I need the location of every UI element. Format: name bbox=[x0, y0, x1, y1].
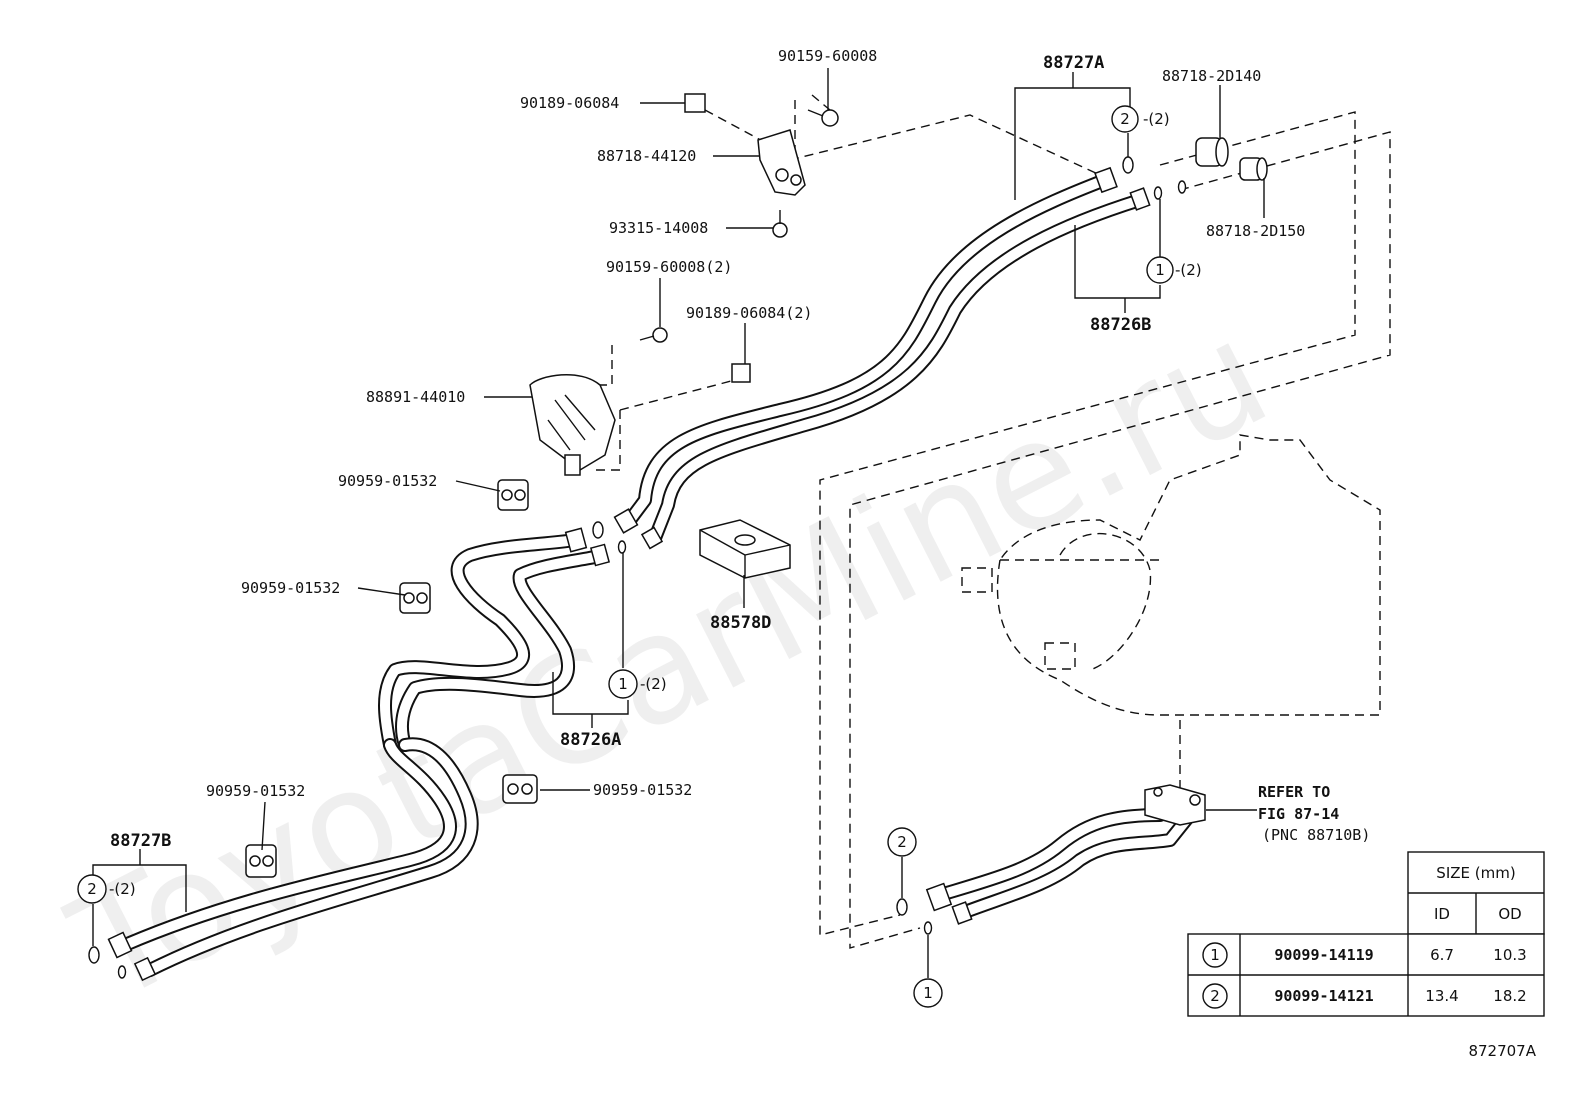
svg-text:2: 2 bbox=[87, 880, 97, 898]
watermark: ToyotaCarMine.ru bbox=[46, 287, 1293, 1037]
svg-text:1: 1 bbox=[1210, 946, 1220, 964]
svg-text:-(2): -(2) bbox=[109, 880, 136, 898]
size-table-col-od: OD bbox=[1498, 905, 1521, 923]
label-88718-2D150[interactable]: 88718-2D150 bbox=[1206, 222, 1305, 240]
pipe-88727B bbox=[118, 737, 479, 977]
callout-1-right: 1 -(2) bbox=[1146, 256, 1202, 284]
bracket-icon bbox=[757, 129, 806, 196]
svg-text:2: 2 bbox=[897, 833, 907, 851]
refer-line-3: (PNC 88710B) bbox=[1262, 826, 1370, 844]
bolt-icon bbox=[639, 109, 839, 343]
svg-text:-(2): -(2) bbox=[640, 675, 667, 693]
clip-nut-icon bbox=[684, 93, 751, 383]
size-table-col-id: ID bbox=[1434, 905, 1450, 923]
pipe-clamp-icon bbox=[245, 479, 538, 878]
svg-text:2: 2 bbox=[1210, 987, 1220, 1005]
size-table-title: SIZE (mm) bbox=[1436, 864, 1515, 882]
label-90159-60008-2[interactable]: 90159-60008(2) bbox=[606, 258, 732, 276]
label-90159-60008[interactable]: 90159-60008 bbox=[778, 47, 877, 65]
dashed-guides bbox=[595, 94, 1391, 949]
callout-1-mid: 1 -(2) bbox=[608, 669, 667, 699]
label-88727B[interactable]: 88727B bbox=[110, 831, 171, 851]
svg-text:6.7: 6.7 bbox=[1430, 946, 1454, 964]
refer-note: REFER TO FIG 87-14 (PNC 88710B) bbox=[1258, 783, 1370, 844]
svg-text:1: 1 bbox=[923, 984, 933, 1002]
label-88726B[interactable]: 88726B bbox=[1090, 315, 1151, 335]
label-90959-01532-d[interactable]: 90959-01532 bbox=[206, 782, 305, 800]
table-row-part[interactable]: 90099-14119 bbox=[1274, 946, 1373, 964]
label-88718-44120[interactable]: 88718-44120 bbox=[597, 147, 696, 165]
callout-2-left: 2 -(2) bbox=[77, 874, 136, 904]
refer-line-1: REFER TO bbox=[1258, 783, 1330, 801]
diagram-id: 872707A bbox=[1468, 1042, 1536, 1060]
label-90959-01532-b[interactable]: 90959-01532 bbox=[241, 579, 340, 597]
label-88718-2D140[interactable]: 88718-2D140 bbox=[1162, 67, 1261, 85]
compressor-outline bbox=[961, 434, 1381, 716]
label-90189-06084-2[interactable]: 90189-06084(2) bbox=[686, 304, 812, 322]
label-88726A[interactable]: 88726A bbox=[560, 730, 621, 750]
callout-2-top: 2 -(2) bbox=[1111, 105, 1170, 133]
label-90189-06084[interactable]: 90189-06084 bbox=[520, 94, 619, 112]
svg-text:10.3: 10.3 bbox=[1493, 946, 1526, 964]
callout-1-compressor: 1 bbox=[913, 978, 943, 1008]
refer-line-2[interactable]: FIG 87-14 bbox=[1258, 805, 1339, 823]
pipe-compressor-outlet bbox=[933, 793, 1197, 919]
pipe-88727A bbox=[623, 173, 1112, 527]
heat-shield-icon bbox=[529, 373, 616, 476]
svg-text:2: 2 bbox=[1120, 110, 1130, 128]
table-row: 2 90099-14121 13.4 18.2 bbox=[1202, 983, 1527, 1009]
part-labels: 90159-60008 90189-06084 88718-44120 9331… bbox=[110, 47, 1305, 851]
size-table: SIZE (mm) ID OD 1 90099-14119 6.7 10.3 2… bbox=[1187, 851, 1545, 1017]
pipe-88726B bbox=[648, 193, 1147, 545]
svg-text:1: 1 bbox=[1155, 261, 1165, 279]
label-93315-14008[interactable]: 93315-14008 bbox=[609, 219, 708, 237]
o-rings bbox=[88, 156, 1187, 979]
callout-2-compressor: 2 bbox=[887, 827, 917, 857]
leader-lines bbox=[92, 68, 1265, 978]
compressor-fitting-icon bbox=[1144, 784, 1206, 826]
svg-text:-(2): -(2) bbox=[1143, 110, 1170, 128]
pipe-end-fittings bbox=[107, 166, 1151, 982]
grommet-icon bbox=[1195, 137, 1268, 181]
label-88727A[interactable]: 88727A bbox=[1043, 53, 1104, 73]
svg-text:18.2: 18.2 bbox=[1493, 987, 1526, 1005]
svg-text:-(2): -(2) bbox=[1175, 261, 1202, 279]
pipe-88726A bbox=[378, 533, 607, 752]
label-88578D[interactable]: 88578D bbox=[710, 613, 771, 633]
table-row-part[interactable]: 90099-14121 bbox=[1274, 987, 1373, 1005]
table-row: 1 90099-14119 6.7 10.3 bbox=[1202, 942, 1527, 968]
label-90959-01532-c[interactable]: 90959-01532 bbox=[593, 781, 692, 799]
cushion-block-icon bbox=[699, 519, 791, 579]
label-88891-44010[interactable]: 88891-44010 bbox=[366, 388, 465, 406]
svg-text:13.4: 13.4 bbox=[1425, 987, 1458, 1005]
label-90959-01532-a[interactable]: 90959-01532 bbox=[338, 472, 437, 490]
svg-text:1: 1 bbox=[618, 675, 628, 693]
